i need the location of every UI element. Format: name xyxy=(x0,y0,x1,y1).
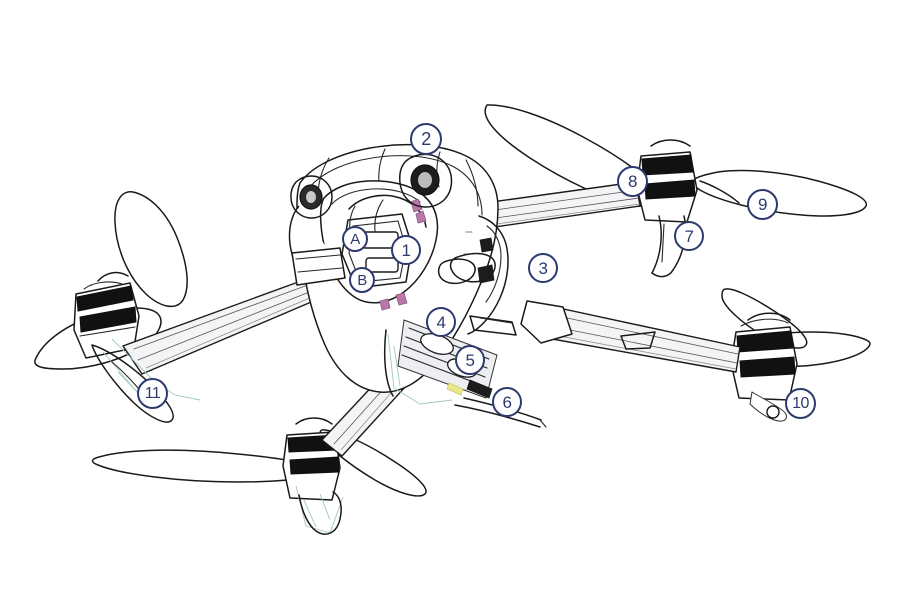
arm-rear-right xyxy=(520,300,741,373)
callout-7[interactable]: 7 xyxy=(674,221,704,251)
arm-front-right xyxy=(469,181,641,231)
callout-a[interactable]: A xyxy=(342,226,368,252)
callout-8[interactable]: 8 xyxy=(617,166,648,197)
callout-3[interactable]: 3 xyxy=(528,253,558,283)
motor-rear-right xyxy=(730,312,798,422)
callout-b[interactable]: B xyxy=(349,267,375,293)
callout-2[interactable]: 2 xyxy=(410,123,442,155)
callout-9[interactable]: 9 xyxy=(747,189,778,220)
underside-vent-panel xyxy=(383,319,498,405)
motor-front-right xyxy=(636,139,698,278)
callout-10[interactable]: 10 xyxy=(785,388,816,419)
callout-11[interactable]: 11 xyxy=(137,378,168,409)
callout-4[interactable]: 4 xyxy=(426,307,456,337)
callout-6[interactable]: 6 xyxy=(492,387,522,417)
callout-5[interactable]: 5 xyxy=(455,345,485,375)
callout-1[interactable]: 1 xyxy=(391,235,421,265)
